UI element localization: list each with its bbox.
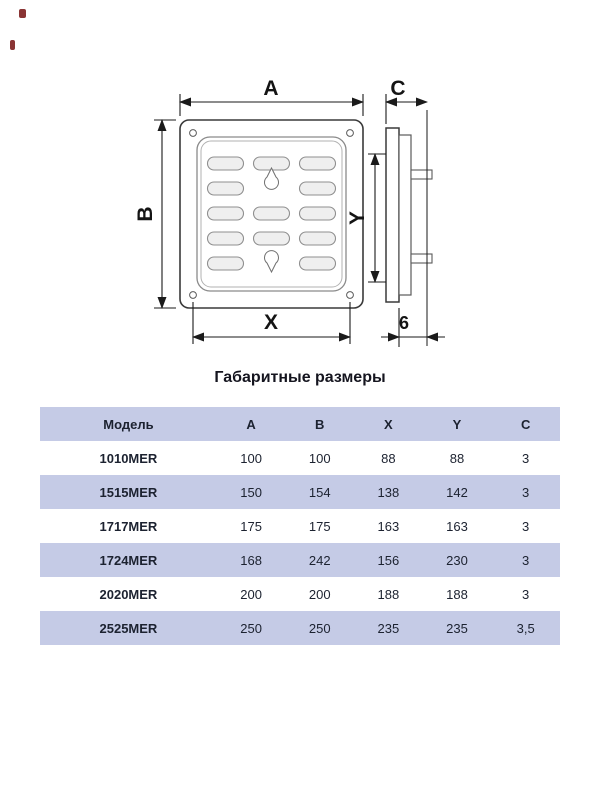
side-clip-top [410, 169, 433, 180]
screw-hole-icon [346, 129, 354, 137]
table-cell: 242 [285, 543, 355, 577]
keyhole-top-icon [264, 166, 279, 190]
table-cell: 138 [354, 475, 423, 509]
model-cell: 1724MER [40, 543, 217, 577]
table-cell: 250 [285, 611, 355, 645]
model-cell: 1010MER [99, 450, 158, 466]
dim-label-c: C [390, 77, 405, 100]
grille-front-view [179, 119, 364, 309]
table-cell: 3 [522, 586, 530, 602]
table-cell: 3 [522, 518, 530, 534]
table-header-row: Модель A B X Y C [40, 407, 560, 441]
table-cell: 175 [308, 518, 331, 534]
model-cell: 1717MER [99, 518, 158, 534]
dim-label-b: B [134, 206, 157, 221]
watermark-mark-1 [19, 9, 26, 18]
table-cell: 250 [216, 611, 286, 645]
table-cell: 88 [449, 450, 465, 466]
dim-label-x: X [264, 311, 278, 334]
table-cell: 175 [240, 518, 262, 534]
louver-slots [206, 156, 337, 271]
table-cell: 88 [381, 450, 396, 466]
grille-panel-outer [196, 136, 347, 292]
col-header-a: A [216, 407, 286, 441]
col-header-b: B [285, 407, 355, 441]
model-cell: 1515MER [40, 475, 217, 509]
dim-label-y: Y [346, 211, 369, 225]
col-header-y: Y [422, 407, 492, 441]
table-cell: 188 [377, 586, 400, 602]
grille-side-view [385, 110, 433, 346]
table-row: 2525MER 250 250 235 235 3,5 [40, 611, 560, 645]
dimensions-table: Модель A B X Y C 1010MER 100 100 88 88 3… [40, 407, 560, 645]
col-header-x: X [354, 407, 423, 441]
table-cell: 230 [422, 543, 492, 577]
table-cell: 142 [422, 475, 492, 509]
col-header-model: Модель [40, 407, 217, 441]
table-cell: 3 [522, 450, 530, 466]
table-cell: 150 [216, 475, 286, 509]
table-cell: 3,5 [491, 611, 560, 645]
table-cell: 200 [308, 586, 331, 602]
table-row: 1515MER 150 154 138 142 3 [40, 475, 560, 509]
table-cell: 163 [377, 518, 400, 534]
grille-panel-inner [200, 140, 343, 288]
table-cell: 154 [285, 475, 355, 509]
table-row: 1724MER 168 242 156 230 3 [40, 543, 560, 577]
screw-hole-icon [189, 129, 197, 137]
table-cell: 235 [422, 611, 492, 645]
model-cell: 2525MER [40, 611, 217, 645]
table-cell: 188 [446, 586, 468, 602]
col-header-c: C [491, 407, 560, 441]
table-cell: 235 [354, 611, 423, 645]
screw-hole-icon [189, 291, 197, 299]
dim-label-gap: 6 [399, 313, 409, 333]
dim-label-a: A [263, 77, 278, 100]
side-flange [385, 127, 400, 303]
model-cell: 2020MER [99, 586, 158, 602]
screw-hole-icon [346, 291, 354, 299]
table-cell: 200 [240, 586, 262, 602]
watermark-mark-2 [10, 40, 15, 50]
table-cell: 100 [308, 450, 331, 466]
table-cell: 3 [491, 475, 560, 509]
side-clip-bottom [410, 253, 433, 264]
keyhole-bottom-icon [264, 250, 279, 274]
table-cell: 3 [491, 543, 560, 577]
dimension-lines [154, 94, 445, 347]
table-row: 1010MER 100 100 88 88 3 [40, 441, 560, 475]
table-cell: 100 [240, 450, 262, 466]
section-title: Габаритные размеры [214, 369, 386, 386]
table-row: 2020MER 200 200 188 188 3 [40, 577, 560, 611]
side-body [398, 134, 412, 296]
table-cell: 168 [216, 543, 286, 577]
table-row: 1717MER 175 175 163 163 3 [40, 509, 560, 543]
technical-drawing: A B C X Y 6 [134, 77, 445, 347]
table-cell: 156 [354, 543, 423, 577]
table-cell: 163 [446, 518, 468, 534]
